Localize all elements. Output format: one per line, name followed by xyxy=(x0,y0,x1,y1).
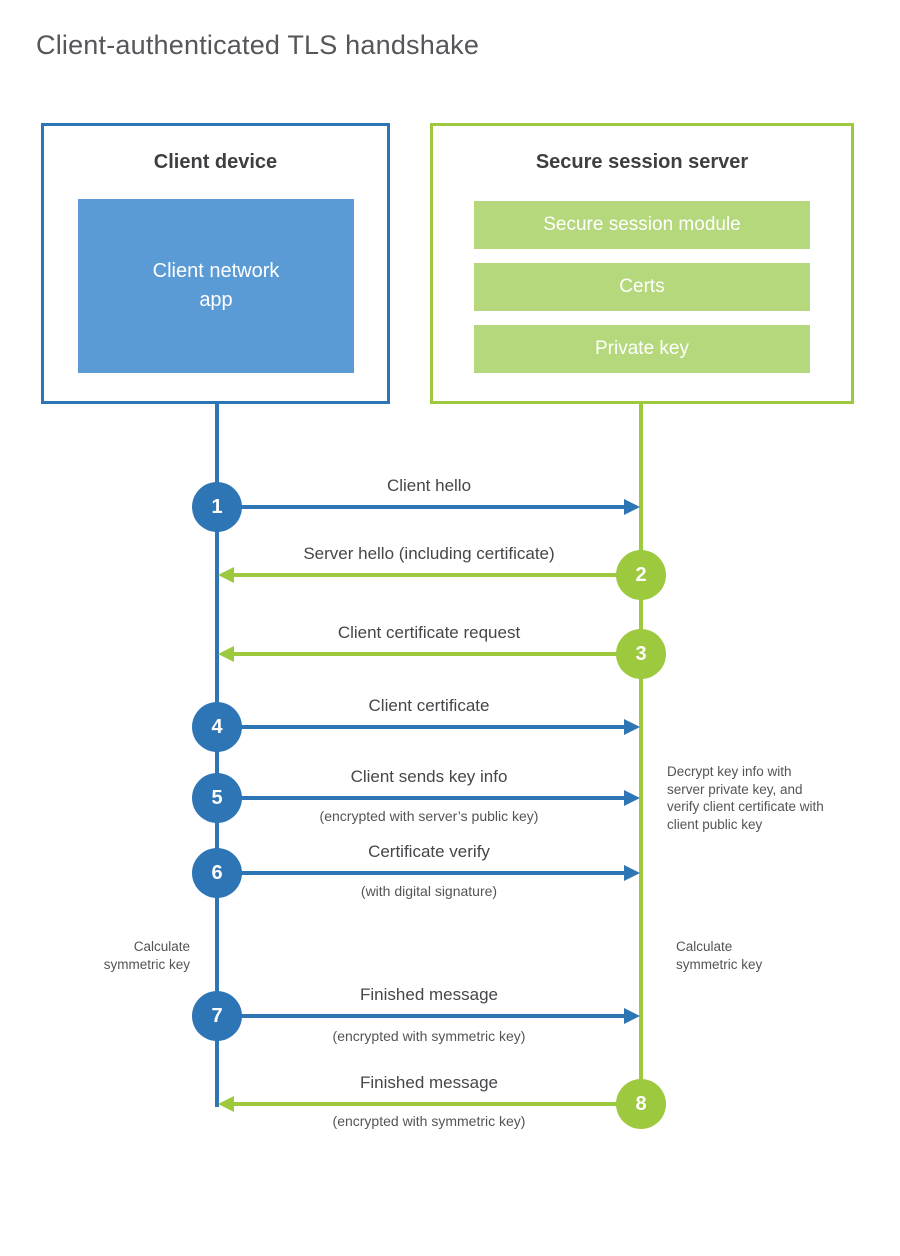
arrow-step-7 xyxy=(217,1008,640,1024)
decrypt-key-note: Decrypt key info with server private key… xyxy=(667,764,824,832)
page-title: Client-authenticated TLS handshake xyxy=(36,30,480,60)
arrow-label-step-1: Client hello xyxy=(386,476,472,495)
step-3-number: 3 xyxy=(635,642,647,665)
arrow-label-step-4: Client certificate xyxy=(368,696,490,715)
arrow-step-1 xyxy=(217,499,640,515)
step-7-number: 7 xyxy=(211,1004,223,1027)
arrowhead-right-icon xyxy=(624,790,640,806)
arrow-step-3 xyxy=(218,646,641,662)
arrow-sublabel-step-7: (encrypted with symmetric key) xyxy=(332,1028,526,1044)
arrow-label-step-6: Certificate verify xyxy=(368,842,490,861)
client-network-app-box: Client network app xyxy=(78,199,354,373)
arrow-sublabel-step-8: (encrypted with symmetric key) xyxy=(332,1113,526,1129)
server-module-private-key: Private key xyxy=(474,325,810,373)
client-device-title: Client device xyxy=(153,151,278,173)
step-7-badge: 7 xyxy=(192,991,242,1041)
step-8-badge: 8 xyxy=(616,1079,666,1129)
step-5-badge: 5 xyxy=(192,773,242,823)
arrowhead-left-icon xyxy=(218,1096,234,1112)
arrowhead-left-icon xyxy=(218,646,234,662)
arrowhead-left-icon xyxy=(218,567,234,583)
arrow-label-step-8: Finished message xyxy=(360,1073,498,1092)
calculate-symmetric-key-client-note: Calculate symmetric key xyxy=(103,939,190,972)
step-1-number: 1 xyxy=(211,495,223,518)
step-2-badge: 2 xyxy=(616,550,666,600)
arrow-step-8 xyxy=(218,1096,641,1112)
step-1-badge: 1 xyxy=(192,482,242,532)
server-module-certs: Certs xyxy=(474,263,810,311)
step-6-number: 6 xyxy=(211,861,223,884)
calculate-symmetric-key-server-note: Calculate symmetric key xyxy=(676,939,763,972)
step-4-number: 4 xyxy=(211,715,223,738)
step-8-number: 8 xyxy=(635,1092,647,1115)
arrow-step-5 xyxy=(217,790,640,806)
arrow-label-step-2: Server hello (including certificate) xyxy=(303,544,555,563)
arrow-sublabel-step-5: (encrypted with server’s public key) xyxy=(319,808,539,824)
arrow-label-step-3: Client certificate request xyxy=(337,623,521,642)
secure-session-server-title: Secure session server xyxy=(535,151,749,173)
arrow-step-4 xyxy=(217,719,640,735)
arrow-step-6 xyxy=(217,865,640,881)
step-3-badge: 3 xyxy=(616,629,666,679)
server-module-secure-session: Secure session module xyxy=(474,201,810,249)
step-4-badge: 4 xyxy=(192,702,242,752)
step-2-number: 2 xyxy=(635,563,647,586)
client-lifeline xyxy=(215,404,219,1107)
arrow-label-step-7: Finished message xyxy=(360,985,498,1004)
arrowhead-right-icon xyxy=(624,719,640,735)
arrow-label-step-5: Client sends key info xyxy=(350,767,508,786)
arrowhead-right-icon xyxy=(624,865,640,881)
arrowhead-right-icon xyxy=(624,1008,640,1024)
step-5-number: 5 xyxy=(211,786,223,809)
server-lifeline xyxy=(639,404,643,1105)
step-6-badge: 6 xyxy=(192,848,242,898)
arrow-sublabel-step-6: (with digital signature) xyxy=(360,883,498,899)
arrowhead-right-icon xyxy=(624,499,640,515)
arrow-step-2 xyxy=(218,567,641,583)
